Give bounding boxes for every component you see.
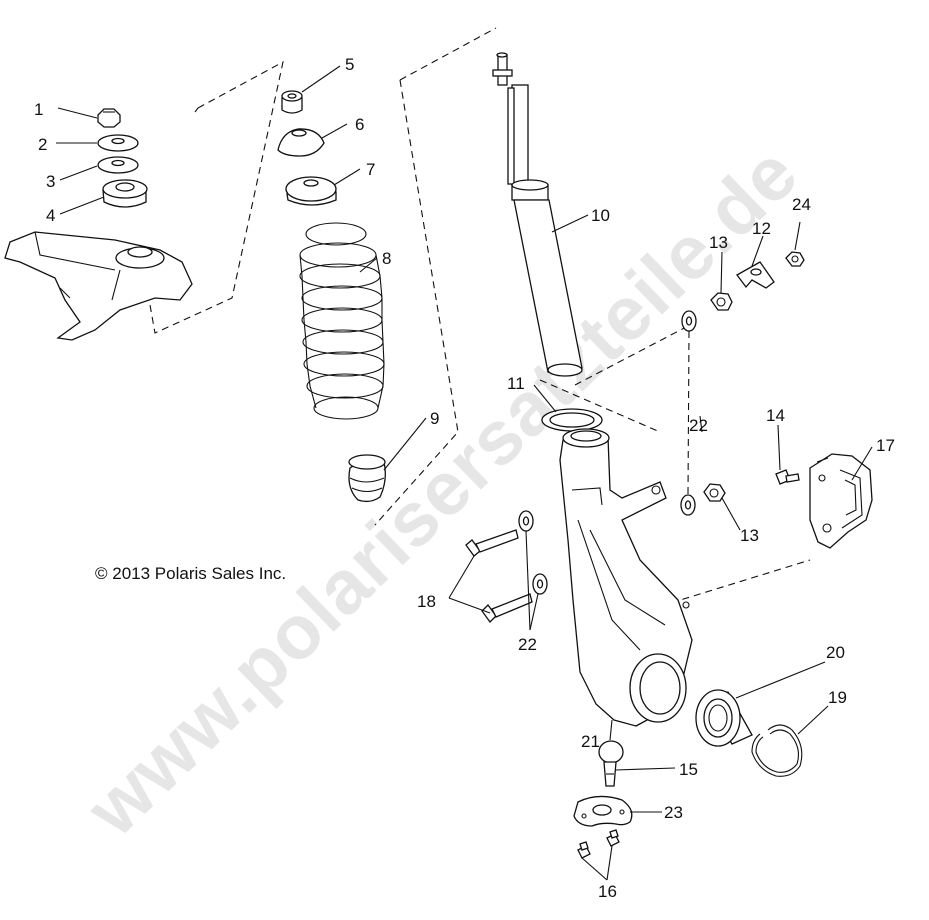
o-ring-part-11 [541, 408, 603, 432]
callout-1: 1 [34, 100, 43, 119]
washer-part-22-bolt-upper [518, 510, 534, 532]
copyright-notice: © 2013 Polaris Sales Inc. [95, 564, 286, 583]
callout-14: 14 [766, 406, 785, 425]
callout-13-upper: 13 [709, 233, 728, 252]
caliper-part-17 [809, 453, 873, 549]
callout-16: 16 [598, 882, 617, 901]
callout-10: 10 [591, 206, 610, 225]
leader-lines [56, 65, 873, 881]
washer-part-3 [97, 156, 139, 174]
clip-part-12 [736, 261, 775, 289]
bushing-part-4 [102, 179, 148, 208]
callout-12: 12 [752, 219, 771, 238]
callout-8: 8 [382, 249, 391, 268]
callout-9: 9 [430, 409, 439, 428]
callout-21: 21 [581, 732, 600, 751]
callout-3: 3 [46, 172, 55, 191]
callout-6: 6 [355, 115, 364, 134]
wheel-bearing-part-20 [695, 689, 753, 747]
bolt-part-14 [775, 469, 800, 485]
callout-17: 17 [876, 436, 895, 455]
washer-part-22-middle [680, 494, 696, 516]
spring-seat-part-7 [285, 176, 337, 206]
callout-labels: 1 2 3 4 5 6 7 8 9 10 11 12 13 13 14 15 1… [34, 55, 895, 901]
screw-part-16-right [606, 829, 620, 847]
assembly-guide-lines [149, 27, 811, 611]
callout-20: 20 [826, 643, 845, 662]
callout-2: 2 [38, 135, 47, 154]
callout-18: 18 [417, 592, 436, 611]
callout-13-lower: 13 [740, 526, 759, 545]
washer-part-22-bolt-lower [532, 573, 548, 595]
retainer-plate-part-23 [573, 795, 633, 827]
callout-22-right: 22 [689, 416, 708, 435]
steering-knuckle-part-21 [559, 428, 693, 727]
coil-spring-part-8 [299, 222, 385, 420]
nut-part-5 [281, 90, 303, 114]
callout-19: 19 [828, 688, 847, 707]
spring-cap-part-6 [277, 128, 325, 157]
nut-part-13-lower [703, 483, 726, 502]
nut-part-24 [785, 251, 805, 267]
callout-22-left: 22 [518, 635, 537, 654]
bolt-part-18-lower [481, 593, 533, 623]
bump-stop-part-9 [348, 454, 386, 503]
callout-11: 11 [507, 374, 525, 393]
washer-part-2 [97, 134, 139, 152]
control-arm [4, 231, 193, 341]
callout-15: 15 [679, 760, 698, 779]
washer-part-22-upper [681, 310, 697, 332]
watermark: www.polarisersatzteile.de [70, 130, 814, 853]
bolt-part-18-upper [465, 529, 519, 557]
callout-4: 4 [46, 206, 55, 225]
callout-23: 23 [664, 803, 683, 822]
retaining-ring-part-19 [751, 724, 803, 777]
screw-part-16-left [577, 841, 591, 859]
callout-24: 24 [792, 195, 811, 214]
shock-absorber-part-10 [492, 52, 583, 377]
nut-part-1 [97, 108, 121, 128]
nut-part-13-upper [710, 292, 733, 311]
ball-joint-part-15 [598, 740, 624, 787]
callout-7: 7 [366, 160, 375, 179]
callout-5: 5 [345, 55, 354, 74]
